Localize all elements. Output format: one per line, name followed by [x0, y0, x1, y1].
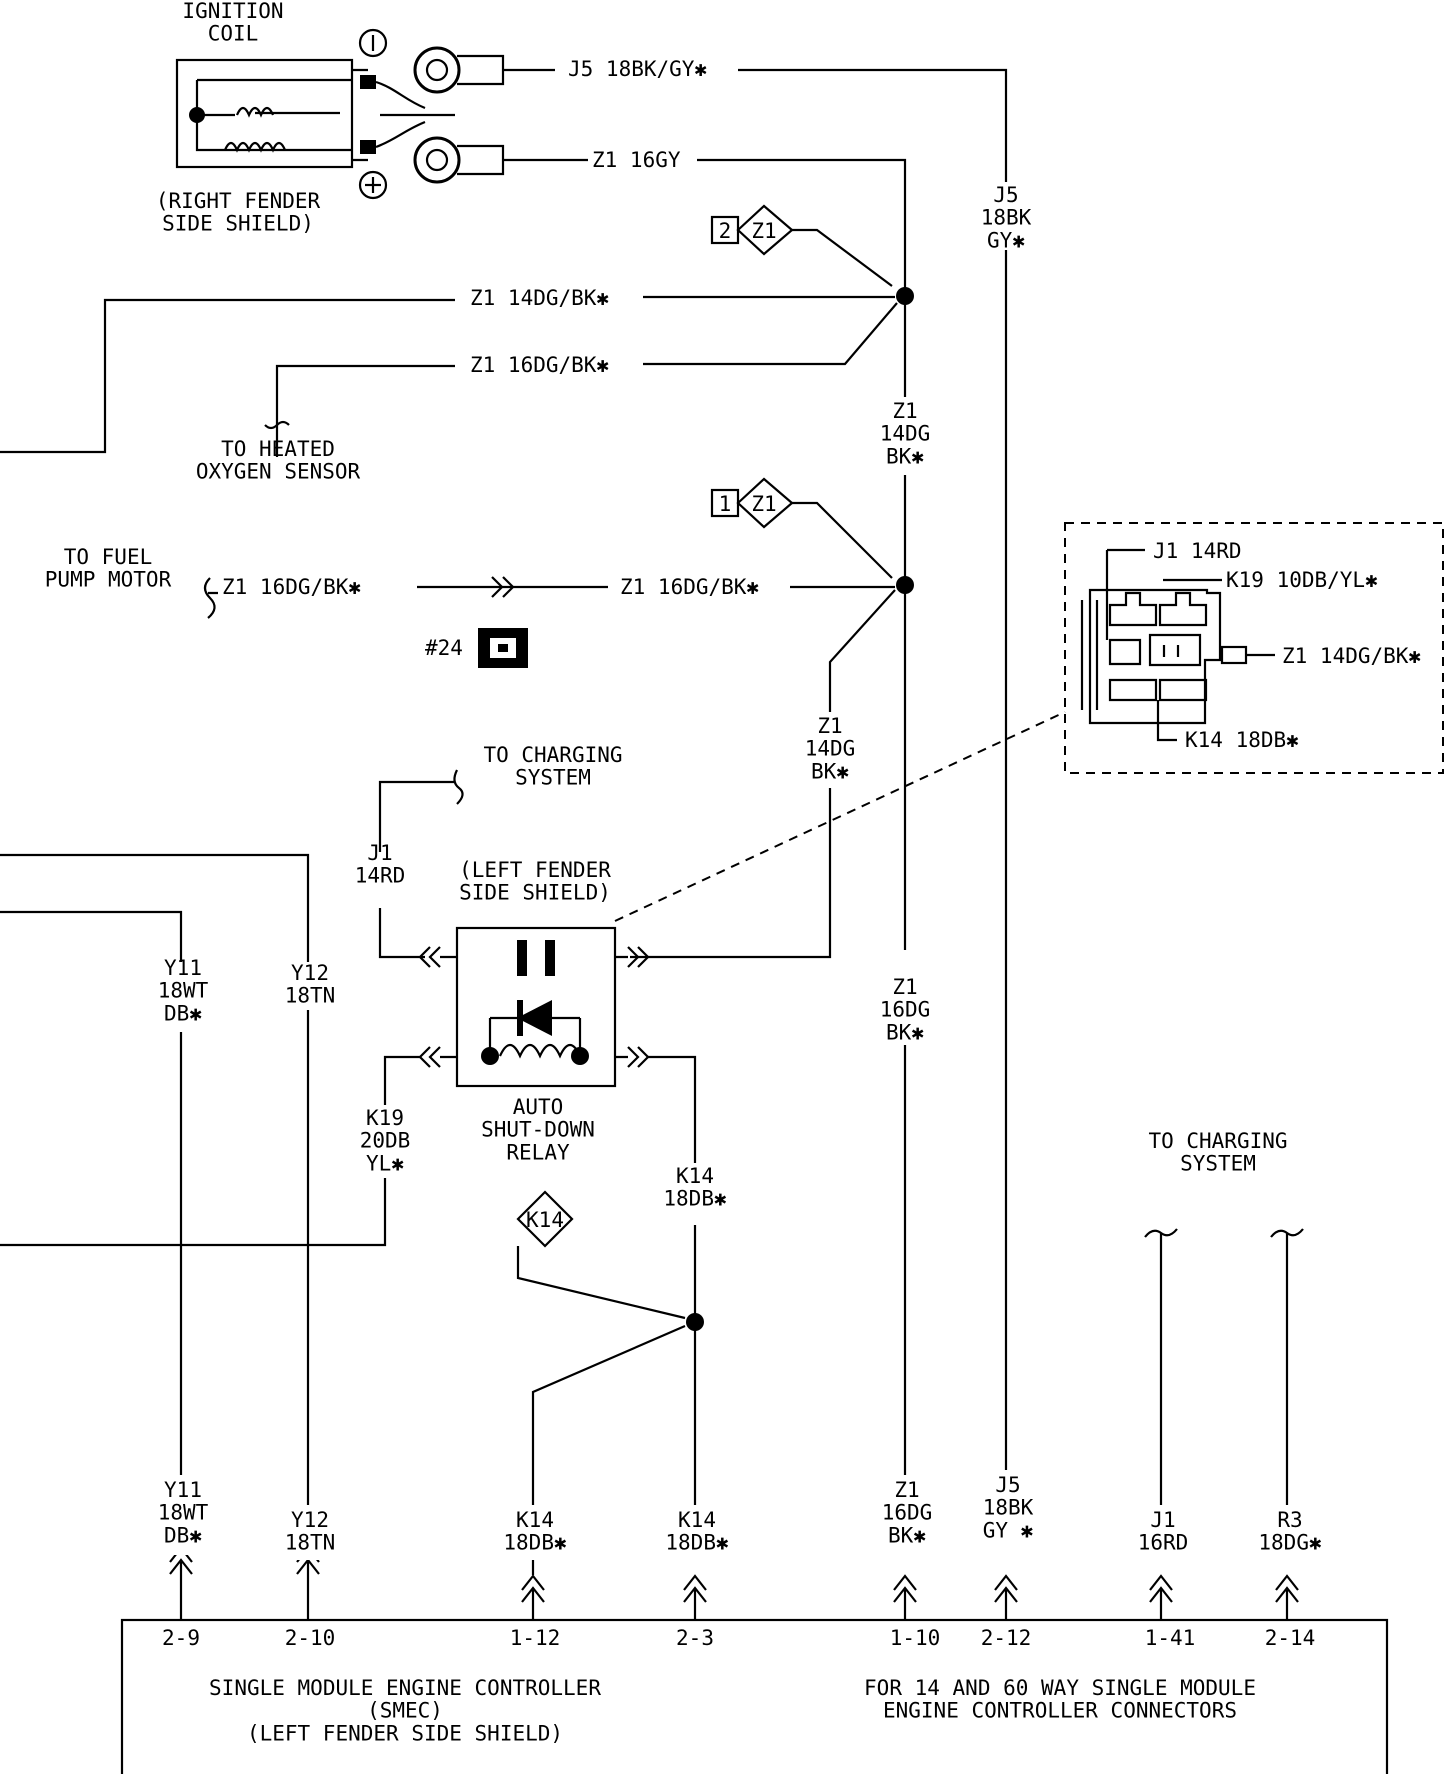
- splice-2: 2 Z1: [710, 204, 893, 287]
- controller-connectors: [169, 1500, 1299, 1620]
- splice-1: 1 Z1: [710, 477, 893, 579]
- wire-label-j5-top: J5 18BK/GY✱: [568, 57, 707, 81]
- connector-24: #24: [425, 628, 528, 668]
- splice-k14-code: K14: [526, 1208, 564, 1232]
- wire-label-fuel-left: Z1 16DG/BK✱: [222, 575, 361, 599]
- pin-number: 2-3: [676, 1626, 714, 1650]
- splice-2-number: 2: [719, 219, 732, 243]
- wire-label-z1-16gy: Z1 16GY: [592, 148, 681, 172]
- inset-leader: [614, 711, 1066, 922]
- splice-1-number: 1: [719, 492, 732, 516]
- splice-2-code: Z1: [751, 219, 776, 243]
- engine-controller: 2-9 2-10 1-12 2-3 1-10 2-12 1-41 2-14 SI…: [120, 1618, 1389, 1774]
- inset-label-j1: J1 14RD: [1153, 539, 1242, 563]
- inset-label-k19: K19 10DB/YL✱: [1226, 568, 1378, 592]
- inset-label-k14: K14 18DB✱: [1185, 728, 1299, 752]
- splice-1-code: Z1: [751, 492, 776, 516]
- controller-name: SINGLE MODULE ENGINE CONTROLLER(SMEC)(LE…: [209, 1676, 601, 1745]
- inset-label-z1: Z1 14DG/BK✱: [1282, 644, 1421, 668]
- connector-24-label: #24: [425, 636, 463, 660]
- pin-number: 2-9: [162, 1626, 200, 1650]
- wire-label-z1-16dg-horizontal: Z1 16DG/BK✱: [470, 353, 609, 377]
- pin-number: 2-12: [981, 1626, 1032, 1650]
- wire-label-z1-14dg-horizontal: Z1 14DG/BK✱: [470, 286, 609, 310]
- pin-number: 1-12: [510, 1626, 561, 1650]
- wire-label-fuel-right: Z1 16DG/BK✱: [620, 575, 759, 599]
- pin-number: 2-10: [285, 1626, 336, 1650]
- pin-number: 1-41: [1145, 1626, 1196, 1650]
- pin-number: 1-10: [890, 1626, 941, 1650]
- splice-node-mid: [896, 576, 914, 594]
- inset-connector-view: J1 14RD K19 10DB/YL✱ Z1 14DG/BK✱ K14 18D…: [1064, 522, 1444, 774]
- pin-number: 2-14: [1265, 1626, 1316, 1650]
